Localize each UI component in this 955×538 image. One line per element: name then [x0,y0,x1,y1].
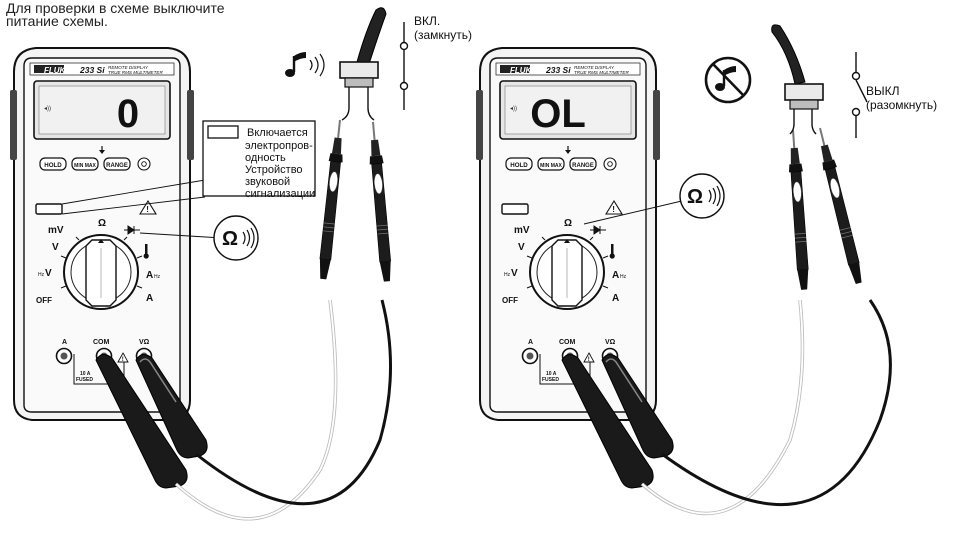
dial-a-hz-right: Hz [620,274,627,280]
ohm-callout-left: Ω [139,215,259,261]
switch-schematic-open [851,52,868,138]
dial-a-dc-left: A [146,293,153,304]
dial-hz-right: Hz [504,272,511,278]
callout-text-1: Включается [247,127,308,139]
switch-off-line-1: ВЫКЛ [866,84,900,98]
brand-logo-left: FLUKE [44,66,71,75]
brand-logo-right: FLUKE [510,66,537,75]
switch-on-line-1: ВКЛ. [414,14,441,28]
probe-black-left [365,120,395,283]
subtitle-bottom-right: TRUE RMS MULTIMETER [574,70,629,75]
model-name-left: 233 Si [79,65,105,75]
probe-red-right [785,129,812,291]
test-lead-black-left [195,299,392,506]
test-lead-white-right [640,299,805,516]
callout-text-rest: электропров- одность Устройство звуковой… [245,140,316,200]
fused-top-right: 10 A [546,371,557,377]
continuity-callout [61,120,316,215]
instruction-line-2: питание схемы. [6,13,108,29]
fused-bottom-right: FUSED [542,377,559,383]
probe-black-right [812,125,866,286]
subtitle-top-left: REMOTE DISPLAY [108,65,149,70]
dial-a-dc-right: A [612,293,619,304]
display-reading-left: 0 [117,92,139,136]
subtitle-top-right: REMOTE DISPLAY [574,65,615,70]
switch-label-off: ВЫКЛ (разомкнуть) [866,84,937,112]
instruction-text: Для проверки в схеме выключите питание с… [6,0,306,29]
switch-label-on: ВКЛ. (замкнуть) [414,14,472,42]
dial-off-right: OFF [502,296,518,305]
range-button-right[interactable]: RANGE [572,163,594,169]
no-sound-icon [704,56,752,104]
fused-bottom-left: FUSED [76,377,93,383]
switch-on-line-2: (замкнуть) [414,28,473,42]
toggle-switch-closed [339,7,387,121]
multimeter-left [9,47,209,489]
jack-a-label-right: A [528,339,533,346]
test-lead-black-right [661,299,892,507]
dial-a-hz-left: Hz [154,274,161,280]
beep-sound-icon [285,52,325,77]
right-scene: OL FLUKE 233 Si REMOTE DISPLAY TRUE RMS … [475,24,892,516]
toggle-switch-open [771,24,824,135]
dial-off-left: OFF [36,296,52,305]
dial-a-ac-left: A [146,270,153,281]
switch-off-line-2: (разомкнуть) [866,98,938,112]
subtitle-bottom-left: TRUE RMS MULTIMETER [108,70,163,75]
hold-button-right[interactable]: HOLD [510,162,528,169]
dial-a-ac-right: A [612,270,619,281]
ohm-bubble-symbol-left: Ω [222,228,238,250]
left-scene: 0 FLUKE 233 Si REMOTE DISPLAY TRUE RMS M… [9,7,409,521]
test-lead-white-left [174,299,338,521]
instruction-line-1: Для проверки в схеме выключите [6,0,225,16]
probe-red-left [315,118,348,281]
dial-v-right: V [518,242,525,253]
display-reading-right: OL [530,92,586,136]
dial-ohm-left: Ω [98,218,106,229]
dial-mv-left: mV [48,225,64,236]
jack-a-label-left: A [62,339,67,346]
minmax-button-left[interactable]: MIN MAX [74,163,96,169]
dial-mv-right: mV [514,225,530,236]
jack-com-label-right: COM [559,339,576,346]
switch-schematic-closed [399,22,409,110]
fused-top-left: 10 A [80,371,91,377]
minmax-button-right[interactable]: MIN MAX [540,163,562,169]
range-button-left[interactable]: RANGE [106,163,128,169]
dial-hz-left: Hz [38,272,45,278]
dial-v-left: V [52,242,59,253]
ohm-bubble-symbol-right: Ω [687,186,703,208]
dial-v-ac-right: V [511,268,518,279]
ohm-callout-right: Ω [583,173,725,225]
jack-com-label-left: COM [93,339,110,346]
jack-vohm-label-right: VΩ [605,339,616,346]
dial-ohm-right: Ω [564,218,572,229]
hold-button-left[interactable]: HOLD [44,162,62,169]
jack-vohm-label-left: VΩ [139,339,150,346]
dial-v-ac-left: V [45,268,52,279]
model-name-right: 233 Si [545,65,571,75]
